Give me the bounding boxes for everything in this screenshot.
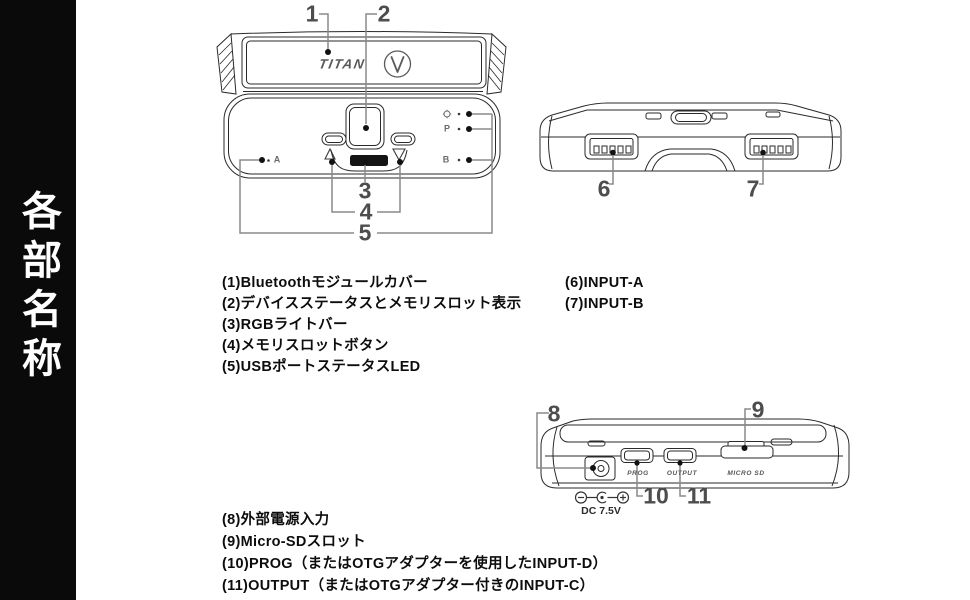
- usb-port-input-a: [584, 133, 639, 160]
- down-triangle-icon: [392, 148, 406, 162]
- callout-endpoint-dots: [259, 49, 766, 471]
- prog-port-label: PROG: [627, 469, 649, 477]
- led-label-p: P: [443, 123, 451, 134]
- legend-item-1: (1)Bluetoothモジュールカバー: [222, 275, 428, 291]
- callout-number-1: 1: [305, 0, 319, 27]
- callout-number-10: 10: [643, 482, 669, 509]
- callout-number-3: 3: [358, 177, 372, 204]
- legend-item-6: (6)INPUT-A: [565, 275, 644, 291]
- rgb-light-bar: [350, 155, 388, 166]
- legend-item-10: (10)PROG（またはOTGアダプターを使用したINPUT-D）: [222, 556, 608, 572]
- output-port: [663, 448, 697, 463]
- legend-item-4: (4)メモリスロットボタン: [222, 338, 389, 354]
- callout-number-4: 4: [359, 198, 373, 225]
- legend-item-2: (2)デバイスステータスとメモリスロット表示: [222, 296, 522, 312]
- output-port-label: OUTPUT: [666, 469, 698, 477]
- micro-sd-label: MICRO SD: [727, 469, 765, 477]
- section-banner: 各部名称: [0, 0, 76, 600]
- memory-slot-button-left: [321, 132, 347, 146]
- micro-sd-slot: [720, 441, 774, 459]
- callout-lines: [239, 13, 764, 497]
- dc-polarity-icon: [574, 491, 630, 504]
- bluetooth-cover: [241, 36, 487, 89]
- left-grip-hatch: [218, 42, 236, 91]
- legend-item-8: (8)外部電源入力: [222, 512, 330, 528]
- callout-number-8: 8: [547, 400, 561, 427]
- led-label-b: B: [442, 154, 450, 165]
- legend-front-parts: (1)Bluetoothモジュールカバー (2)デバイスステータスとメモリスロッ…: [222, 273, 521, 378]
- status-display-window: [345, 103, 385, 150]
- legend-item-3: (3)RGBライトバー: [222, 317, 348, 333]
- legend-item-9: (9)Micro-SDスロット: [222, 534, 366, 550]
- callout-number-11: 11: [686, 482, 712, 509]
- dc-voltage-label: DC 7.5V: [581, 504, 621, 517]
- prog-port: [620, 448, 654, 463]
- front-view-drawing: [216, 31, 507, 179]
- callout-number-7: 7: [746, 175, 760, 202]
- legend-rear-parts: (8)外部電源入力 (9)Micro-SDスロット (10)PROG（またはOT…: [222, 509, 607, 597]
- callout-number-9: 9: [751, 396, 765, 423]
- legend-item-11: (11)OUTPUT（またはOTGアダプター付きのINPUT-C）: [222, 578, 595, 594]
- titan-circle-logo: [383, 50, 412, 78]
- legend-item-5: (5)USBポートステータスLED: [222, 359, 421, 375]
- led-label-a: A: [273, 154, 281, 165]
- callout-number-5: 5: [358, 219, 372, 246]
- edge-view-drawing: [539, 102, 842, 172]
- up-triangle-icon: [324, 147, 336, 160]
- section-title: 各部名称: [16, 190, 60, 386]
- legend-item-7: (7)INPUT-B: [565, 296, 644, 312]
- usb-port-input-b: [744, 133, 799, 160]
- titan-logo-text: TITAN: [317, 56, 367, 72]
- legend-input-ports: (6)INPUT-A (7)INPUT-B: [565, 273, 644, 315]
- callout-number-6: 6: [597, 175, 611, 202]
- right-grip-hatch: [487, 42, 505, 91]
- callout-number-2: 2: [377, 0, 391, 27]
- gear-icon: [442, 109, 452, 119]
- memory-slot-button-right: [390, 132, 416, 146]
